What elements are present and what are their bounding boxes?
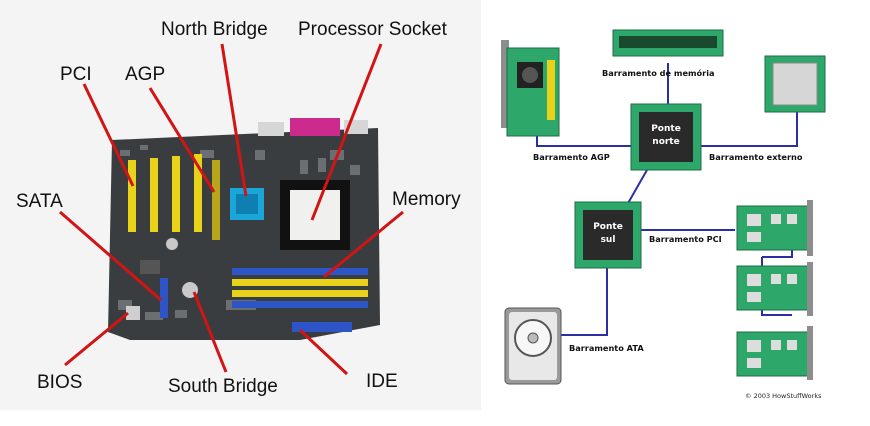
rear-port: [290, 118, 340, 136]
processor-socket-pointer: [310, 43, 383, 221]
barramento-externo-label: Barramento externo: [709, 152, 803, 162]
processor-chip: [764, 55, 826, 113]
sata-pointer: [59, 210, 162, 302]
north-bridge-pointer: [220, 43, 248, 197]
motherboard-photo-panel: North Bridge Processor Socket PCI AGP SA…: [0, 0, 481, 410]
south-bridge-label: South Bridge: [168, 376, 278, 397]
ponte-norte-label-line2: norte: [652, 137, 679, 147]
ide-label: IDE: [366, 371, 398, 392]
barramento-agp-label: Barramento AGP: [533, 152, 610, 162]
hard-drive: [504, 307, 562, 385]
ponte-sul-chip: Ponte sul: [574, 201, 642, 269]
memory-slots: [232, 268, 368, 308]
pci-label: PCI: [60, 64, 92, 85]
bios-label: BIOS: [37, 372, 82, 393]
agp-pointer: [148, 87, 216, 193]
ide-connector: [292, 322, 352, 332]
sata-label: SATA: [16, 191, 63, 212]
memory-module: [612, 29, 724, 57]
pci-card: [736, 200, 813, 256]
bus-diagram: Ponte norte Ponte sul Barramento de memó…: [501, 29, 826, 400]
south-bridge-pointer: [192, 291, 228, 373]
pci-card: [736, 262, 813, 316]
rear-port: [258, 122, 284, 136]
processor-socket-label: Processor Socket: [298, 19, 448, 40]
motherboard-illustration: North Bridge Processor Socket PCI AGP SA…: [16, 19, 461, 397]
barramento-memoria-label: Barramento de memória: [602, 68, 715, 78]
agp-label: AGP: [125, 64, 165, 85]
barramento-ata-label: Barramento ATA: [569, 343, 644, 353]
memory-pointer: [323, 210, 404, 279]
bios-pointer: [64, 311, 129, 367]
pointer-lines: [59, 43, 404, 376]
memory-label: Memory: [392, 189, 461, 210]
agp-slot: [212, 160, 220, 240]
ponte-sul-label-line2: sul: [601, 235, 616, 245]
ide-pointer: [298, 328, 349, 376]
pci-slots: [128, 154, 202, 232]
pci-card: [736, 326, 813, 380]
sata-port: [160, 278, 168, 318]
ponte-norte-label-line1: Ponte: [651, 124, 681, 134]
bios-chip: [126, 306, 140, 320]
barramento-pci-label: Barramento PCI: [649, 234, 722, 244]
ponte-sul-label-line1: Ponte: [593, 222, 623, 232]
agp-card: [501, 40, 560, 137]
ponte-norte-chip: Ponte norte: [630, 103, 702, 171]
north-bridge-label: North Bridge: [161, 19, 268, 40]
bus-diagram-panel: Ponte norte Ponte sul Barramento de memó…: [481, 0, 870, 426]
copyright-notice: © 2003 HowStuffWorks: [745, 392, 822, 400]
